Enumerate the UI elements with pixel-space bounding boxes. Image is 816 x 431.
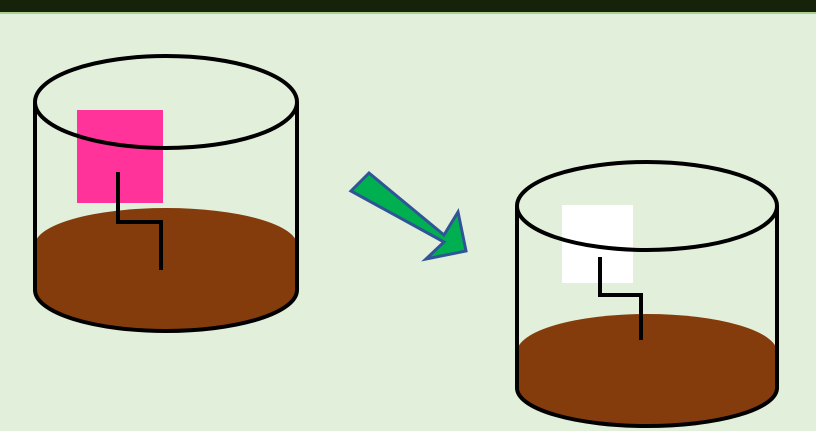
soil-after xyxy=(517,314,777,426)
beaker-before xyxy=(35,56,297,331)
beaker-after xyxy=(517,162,777,426)
soil-before xyxy=(35,208,297,331)
arrow-down-right-icon xyxy=(351,173,466,259)
arrow-shape xyxy=(351,173,466,259)
